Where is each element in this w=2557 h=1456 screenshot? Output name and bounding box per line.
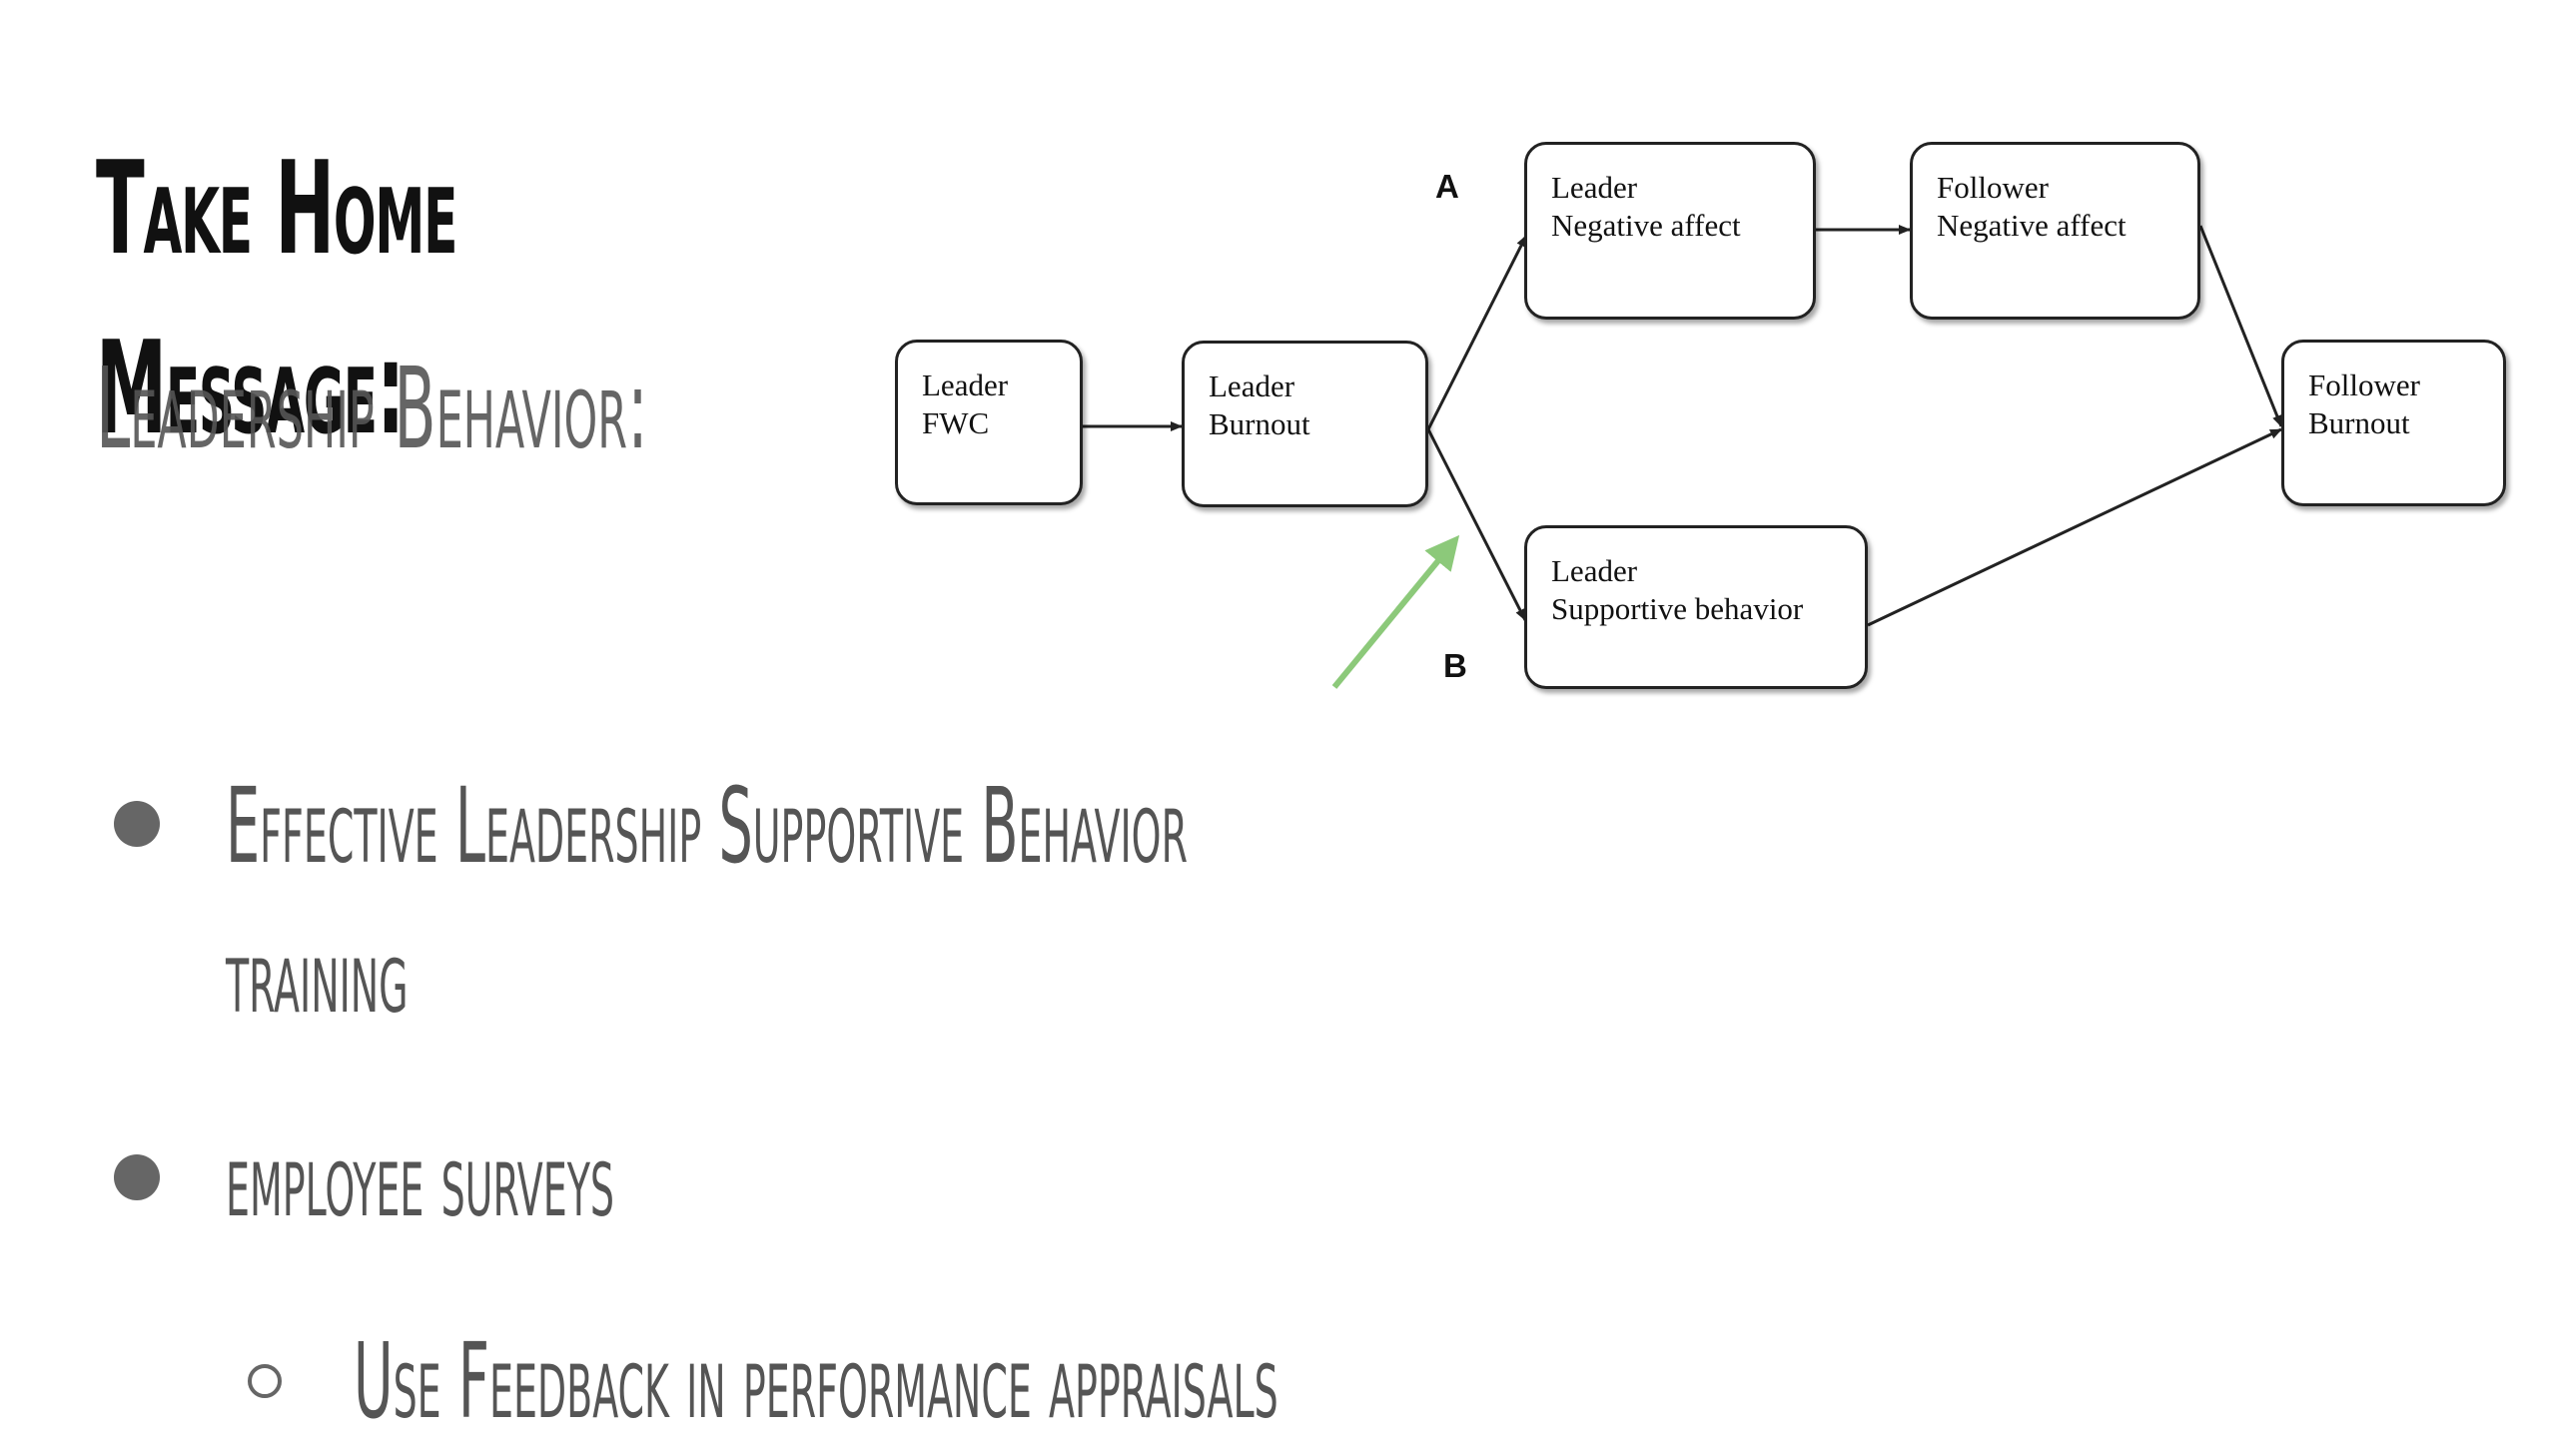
node-leader-negative-affect: Leader Negative affect [1524,142,1816,320]
node-leader-fwc-line1: Leader [922,367,1009,402]
sub-bullet-ring-1 [248,1364,282,1398]
slide-subtitle: Leadership Behavior: [96,345,648,474]
title-line-2: Message: [96,315,405,463]
node-leader-negative-affect-line2: Negative affect [1551,208,1741,243]
path-label-a: A [1435,168,1459,205]
node-follower-negative-affect-line1: Follower [1937,170,2049,205]
node-leader-supportive-line1: Leader [1551,553,1638,588]
slide-title: Take Home Message: [96,120,541,479]
sub-bullet-1: Use Feedback in performance appraisals [354,1320,1278,1442]
bullet-dot-1 [114,801,160,847]
node-leader-burnout: Leader Burnout [1182,341,1428,507]
node-follower-burnout-line2: Burnout [2308,405,2410,440]
bullet-dot-2 [114,1154,160,1200]
node-follower-negative-affect-line2: Negative affect [1937,208,2127,243]
title-line-1: Take Home [96,135,457,284]
node-follower-negative-affect: Follower Negative affect [1910,142,2200,320]
path-label-b: B [1443,647,1467,684]
node-leader-negative-affect-line1: Leader [1551,170,1638,205]
node-follower-burnout-line1: Follower [2308,367,2420,402]
bullet-1-line1: Effective Leadership Supportive Behavior [226,765,1188,887]
node-leader-burnout-line2: Burnout [1209,406,1310,441]
node-leader-supportive-behavior: Leader Supportive behavior [1524,525,1868,689]
node-follower-burnout: Follower Burnout [2281,340,2506,506]
node-leader-fwc: Leader FWC [895,340,1083,505]
node-leader-fwc-line2: FWC [922,405,990,440]
node-leader-supportive-line2: Supportive behavior [1551,591,1804,626]
bullet-2: employee surveys [226,1118,614,1240]
node-leader-burnout-line1: Leader [1209,368,1295,403]
bullet-1-line2: training [226,915,409,1037]
